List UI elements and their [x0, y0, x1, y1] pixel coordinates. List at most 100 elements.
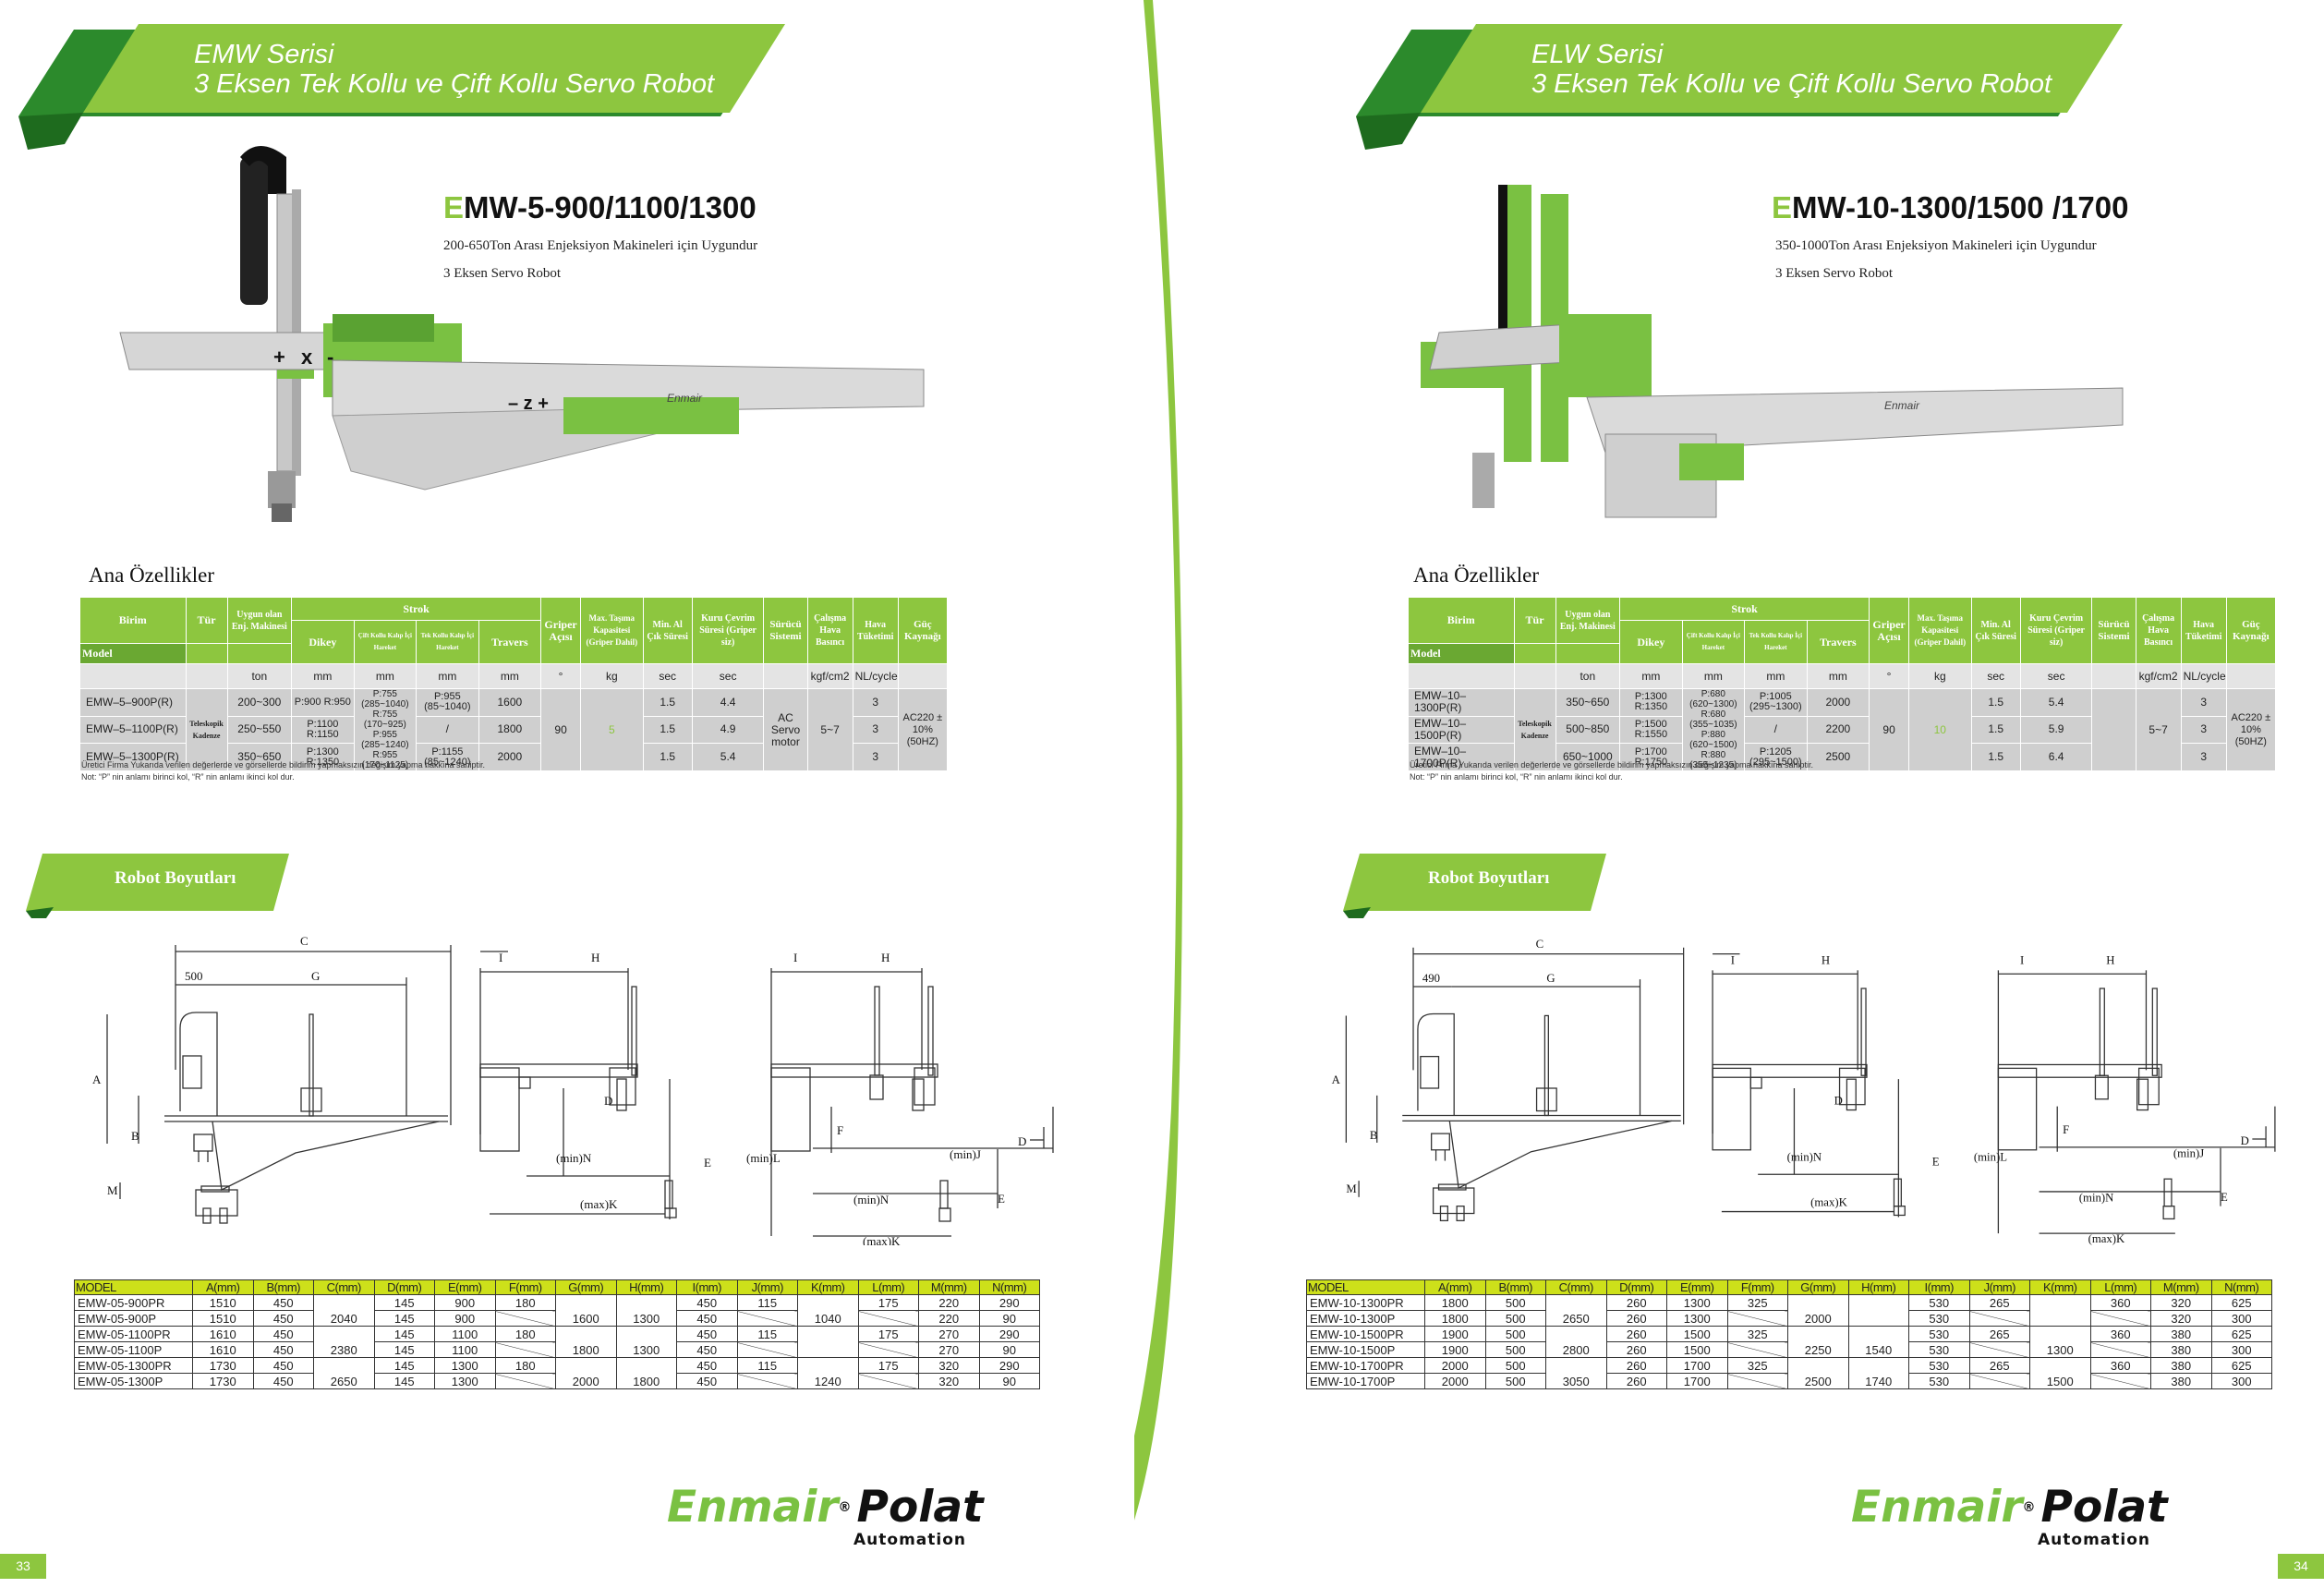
dim-cell: 380 [2150, 1357, 2212, 1374]
dim-cell: EMW-10-1500PR [1306, 1326, 1425, 1342]
dim-C: C [300, 934, 309, 948]
dim-I: I [499, 951, 502, 964]
dim-cell: 1040 [797, 1294, 859, 1327]
dim-cell: 530 [1908, 1294, 1970, 1311]
dim-490: 490 [1422, 972, 1440, 985]
spec-tek: P:1005 (295~1300) [1744, 688, 1808, 717]
logo-automation: Automation [2038, 1531, 2150, 1549]
dim-cell: 300 [2210, 1373, 2272, 1389]
dim-cell: 265 [1968, 1294, 2030, 1311]
spec-kuru: 4.9 [691, 715, 765, 745]
dim-cell: 320 [918, 1373, 980, 1389]
spec-hava: 3 [2180, 743, 2227, 771]
th-min: Min. Al Çık Süresi [1970, 597, 2021, 664]
dim-cell: 2250 [1787, 1326, 1849, 1358]
unit [2091, 663, 2136, 689]
unit: kg [580, 663, 644, 689]
model-desc-2: 3 Eksen Servo Robot [443, 266, 562, 281]
company-logo: Enmair®Polat Automation [667, 1482, 1055, 1550]
dim-th: M(mm) [2150, 1279, 2212, 1295]
page-number: 34 [2278, 1554, 2324, 1579]
note-1: Üretici Firma Yukarıda verilen değerlerd… [81, 760, 486, 770]
dim-th: MODEL [1306, 1279, 1425, 1295]
spec-min: 1.5 [1970, 743, 2021, 771]
unit: NL/cycle [2180, 663, 2227, 689]
dim-cell: 1300 [615, 1294, 677, 1327]
dim-cell: 530 [1908, 1357, 1970, 1374]
dim-cell: 175 [857, 1357, 919, 1374]
dim-cell: 1300 [1666, 1310, 1728, 1327]
dim-cell: 1730 [192, 1357, 254, 1374]
axis-x: x [301, 345, 313, 369]
dim-cell: 450 [676, 1373, 738, 1389]
dim-cell: 1500 [2029, 1357, 2091, 1389]
ana-ozellikler-heading: Ana Özellikler [1413, 564, 1540, 587]
spec-tek: P:955 (85~1040) [416, 688, 479, 717]
dim-cell: 115 [736, 1357, 798, 1374]
dim-cell-empty [1968, 1341, 2030, 1358]
dim-th: D(mm) [373, 1279, 435, 1295]
model-title-first: E [1772, 190, 1793, 224]
spec-dikey: P:1700 R:1750 [1619, 743, 1683, 771]
spec-model: EMW–5–900P(R) [79, 688, 187, 717]
dim-cell: 530 [1908, 1326, 1970, 1342]
dim-cell: 450 [676, 1310, 738, 1327]
dim-E2: E [998, 1192, 1005, 1206]
unit: sec [642, 663, 693, 689]
dim-G: G [1546, 972, 1555, 985]
dim-cell-empty [2089, 1310, 2151, 1327]
dim-cell: 300 [2210, 1341, 2272, 1358]
dim-cell: 360 [2089, 1326, 2151, 1342]
dim-cell: 1610 [192, 1326, 254, 1342]
spec-dikey: P:1500 R:1550 [1619, 715, 1683, 745]
banner-title: 3 Eksen Tek Kollu ve Çift Kollu Servo Ro… [1531, 69, 2052, 99]
dim-cell: 2000 [1787, 1294, 1849, 1327]
unit: mm [416, 663, 479, 689]
dim-cell: 145 [373, 1373, 435, 1389]
dim-cell-empty [1847, 1294, 1909, 1327]
spec-model: EMW–5–1300P(R) [79, 743, 187, 771]
robot-image [1421, 185, 2124, 518]
unit [897, 663, 949, 689]
dim-A: A [92, 1073, 102, 1086]
model-title-rest: MW-10-1300/1500 /1700 [1792, 190, 2129, 224]
dim-cell: 1610 [192, 1341, 254, 1358]
th-model: Model [79, 643, 187, 664]
th-strok: Strok [291, 597, 542, 621]
dim-th: B(mm) [252, 1279, 314, 1295]
dim-E2: E [2221, 1191, 2228, 1204]
dim-cell-empty [1726, 1310, 1788, 1327]
note-2: Not: “P” nin anlamı birinci kol, “R” nin… [81, 772, 295, 782]
dim-cell-empty [736, 1310, 798, 1327]
th-tur: Tür [1513, 597, 1556, 644]
unit [763, 663, 808, 689]
dim-cell: 2000 [1424, 1373, 1486, 1389]
dim-cell: 145 [373, 1310, 435, 1327]
dim-cell: 1100 [434, 1326, 496, 1342]
axis-z: – z + [508, 394, 549, 414]
dim-cell-empty [494, 1341, 556, 1358]
dim-cell: EMW-05-900P [74, 1310, 193, 1327]
logo-reg: ® [838, 1500, 852, 1515]
unit: kg [1908, 663, 1972, 689]
unit: ton [1555, 663, 1621, 689]
unit: mm [1619, 663, 1683, 689]
dim-cell: 1510 [192, 1294, 254, 1311]
dim-cell: 2500 [1787, 1357, 1849, 1389]
dim-maxK: (max)K [580, 1197, 618, 1211]
th-cift: Çift Kollu Kalıp İçi Hareket [353, 620, 418, 664]
dimension-drawing: C G 500 A B M I H D E (min)N (max)K I H … [92, 934, 1054, 1245]
dim-D2: D [1018, 1134, 1026, 1148]
th-surucu: Sürücü Sistemi [763, 597, 808, 664]
logo-enmair: Enmair [667, 1482, 839, 1533]
dim-cell-empty [736, 1341, 798, 1358]
dim-cell: 450 [676, 1341, 738, 1358]
spec-model: EMW–10–1700P(R) [1408, 743, 1515, 771]
dimension-drawing: C G 490 A B M I H D E (min)N (max)K I H … [1332, 938, 2276, 1245]
dim-cell: 1800 [1424, 1294, 1486, 1311]
dim-cell: 325 [1726, 1294, 1788, 1311]
dim-B: B [131, 1129, 139, 1143]
dim-cell: 450 [676, 1357, 738, 1374]
dimension-table: MODEL A(mm) B(mm) C(mm) D(mm) E(mm) F(mm… [74, 1279, 1040, 1389]
dim-cell-empty [857, 1341, 919, 1358]
